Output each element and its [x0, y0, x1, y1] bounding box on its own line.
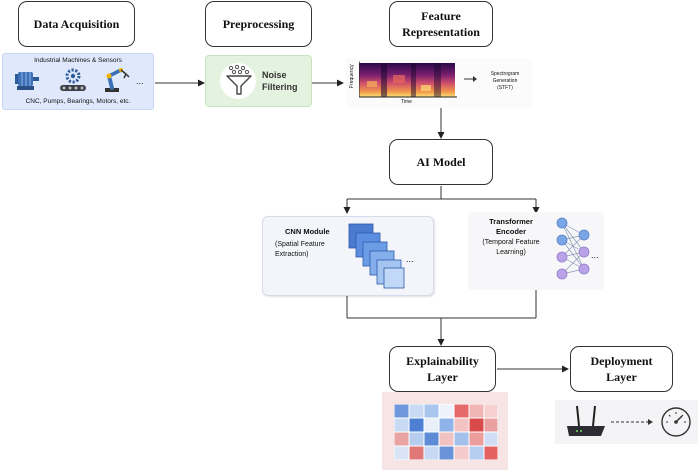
acquisition-caption: CNC, Pumps, Bearings, Motors, etc.	[25, 98, 131, 105]
deployment-panel	[555, 400, 698, 444]
arrow-right-icon	[464, 76, 477, 82]
transformer-ellipsis: ...	[591, 250, 599, 260]
transformer-panel: Transformer Encoder (Temporal Feature Le…	[468, 212, 604, 290]
stage-explainability: Explainability Layer	[389, 346, 496, 392]
stage-label: Explainability Layer	[406, 353, 479, 384]
transformer-title: Transformer Encoder	[489, 217, 533, 237]
cnn-feature-maps-icon	[348, 223, 405, 289]
stage-feature-representation: Feature Representation	[389, 1, 493, 47]
stage-label: Data Acquisition	[33, 16, 120, 31]
noise-filtering-label: Noise Filtering	[262, 70, 298, 93]
stage-ai-model: AI Model	[389, 139, 493, 185]
spectrogram-x-axis: Time	[401, 99, 412, 105]
preprocessing-panel: Noise Filtering	[205, 55, 312, 107]
stage-label: Preprocessing	[222, 16, 295, 31]
router-icon	[567, 405, 605, 436]
explainability-heatmap-panel	[382, 392, 508, 470]
acquisition-ellipsis: ...	[136, 76, 144, 86]
stage-label: Deployment Layer	[590, 353, 653, 384]
spectrogram-panel: Frequency Time Spectrogram Generation (S…	[346, 58, 532, 108]
cnn-ellipsis: ...	[406, 254, 414, 264]
spectrogram-caption: Spectrogram Generation (STFT)	[490, 71, 520, 91]
spectrogram-image	[359, 61, 457, 98]
spectrogram-y-axis: Frequency	[349, 64, 355, 88]
heatmap-grid	[394, 404, 498, 460]
stage-deployment: Deployment Layer	[570, 346, 673, 392]
robot-arm-icon	[105, 68, 130, 92]
stage-label: AI Model	[416, 154, 466, 169]
transformer-subtitle: (Temporal Feature Learning)	[482, 239, 540, 257]
stage-label: Feature Representation	[402, 8, 480, 39]
gauge-icon	[661, 407, 691, 437]
funnel-icon	[226, 64, 252, 95]
acquisition-title: Industrial Machines & Sensors	[34, 57, 122, 64]
cnn-title: CNN Module	[285, 227, 330, 236]
stage-data-acquisition: Data Acquisition	[18, 1, 135, 47]
dashed-arrow-icon	[611, 419, 653, 425]
cnn-subtitle: (Spatial Feature Extraction)	[275, 241, 325, 259]
acquisition-panel: Industrial Machines & Sensors ... CNC, P…	[2, 53, 154, 110]
cnn-panel: CNN Module (Spatial Feature Extraction) …	[262, 216, 434, 296]
stage-preprocessing: Preprocessing	[205, 1, 312, 47]
transformer-network-icon	[556, 217, 590, 280]
motor-icon	[15, 72, 39, 90]
gear-conveyor-icon	[60, 68, 86, 91]
